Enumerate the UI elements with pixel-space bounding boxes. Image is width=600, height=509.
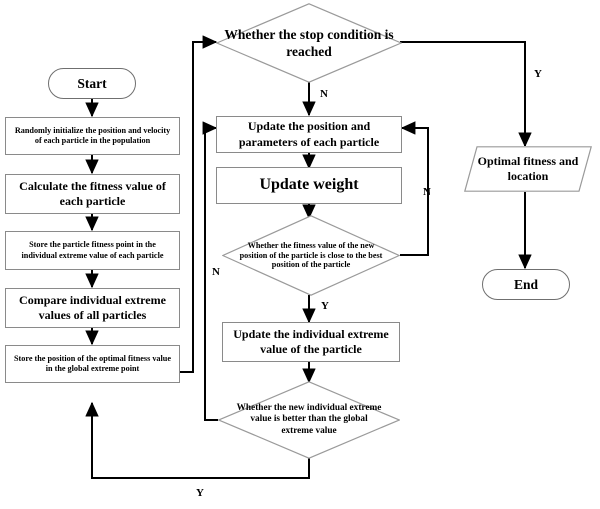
edge-label-stop-yes: Y <box>534 68 542 80</box>
node-store-individual-extreme[interactable]: Store the particle fitness point in the … <box>5 231 180 270</box>
edge-label-fitness-yes: Y <box>321 300 329 312</box>
node-end[interactable]: End <box>482 269 570 300</box>
edge-label-loopback-no: N <box>423 186 431 198</box>
node-start[interactable]: Start <box>48 68 136 99</box>
node-optimal-output-label: Optimal fitness and location <box>477 153 579 183</box>
node-stop-condition-label: Whether the stop condition is reached <box>224 26 394 59</box>
better-than-global-diamond-shape <box>218 381 400 459</box>
node-calculate-fitness[interactable]: Calculate the fitness value of each part… <box>5 174 180 214</box>
node-store-individual-extreme-label: Store the particle fitness point in the … <box>21 240 164 260</box>
edge-label-stop-no: N <box>320 88 328 100</box>
node-better-than-global[interactable]: Whether the new individual extreme value… <box>218 381 400 459</box>
node-update-weight[interactable]: Update weight <box>216 167 402 204</box>
node-initialize[interactable]: Randomly initialize the position and vel… <box>5 117 180 155</box>
node-update-position-label: Update the position and parameters of ea… <box>238 119 380 149</box>
node-fitness-close[interactable]: Whether the fitness value of the new pos… <box>222 215 400 296</box>
node-store-global-extreme[interactable]: Store the position of the optimal fitnes… <box>5 345 180 383</box>
node-store-global-extreme-label: Store the position of the optimal fitnes… <box>13 353 171 374</box>
node-start-label: Start <box>77 75 107 91</box>
node-compare-individual-extreme[interactable]: Compare individual extreme values of all… <box>5 288 180 328</box>
node-update-individual-extreme[interactable]: Update the individual extreme value of t… <box>222 322 400 362</box>
node-better-than-global-label: Whether the new individual extreme value… <box>236 403 382 436</box>
edge-label-global-yes: Y <box>196 487 204 499</box>
node-initialize-label: Randomly initialize the position and vel… <box>14 125 171 146</box>
stop-condition-diamond-shape <box>216 3 402 83</box>
node-stop-condition[interactable]: Whether the stop condition is reached <box>216 3 402 83</box>
node-compare-individual-extreme-label: Compare individual extreme values of all… <box>19 292 166 322</box>
node-update-position[interactable]: Update the position and parameters of ea… <box>216 116 402 153</box>
node-fitness-close-label: Whether the fitness value of the new pos… <box>239 240 383 270</box>
fitness-close-diamond-shape <box>222 215 400 296</box>
edge-stop-yes-to-optimaloutput <box>400 40 532 148</box>
edge-storeglobal-to-stopcondition <box>180 35 218 374</box>
optimal-output-parallelogram-shape <box>464 146 592 192</box>
node-calculate-fitness-label: Calculate the fitness value of each part… <box>19 178 166 208</box>
edge-label-fitness-no: N <box>212 266 220 278</box>
node-update-weight-label: Update weight <box>259 176 359 194</box>
node-update-individual-extreme-label: Update the individual extreme value of t… <box>233 326 389 356</box>
node-optimal-output[interactable]: Optimal fitness and location <box>464 146 592 192</box>
node-end-label: End <box>513 276 539 292</box>
